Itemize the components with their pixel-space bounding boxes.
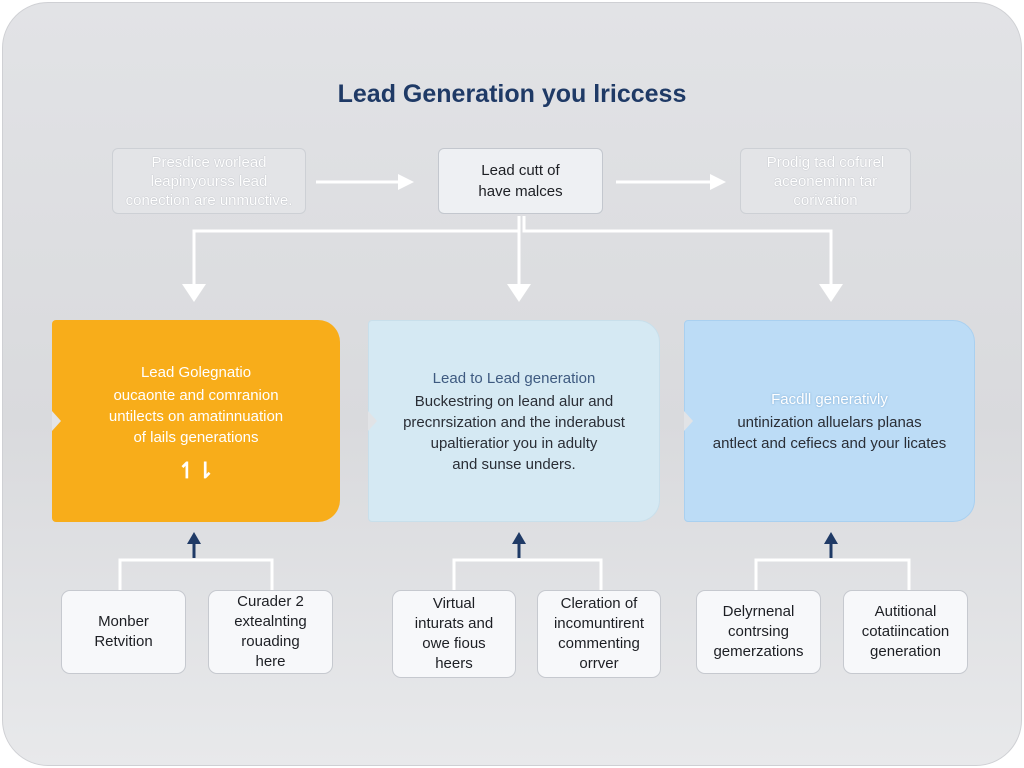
up-arrowhead-center <box>512 532 526 544</box>
stage-2-heading: Lead to Lead generation <box>432 369 596 387</box>
arrowhead-down-right <box>819 284 843 302</box>
diagram-title: Lead Generation you lriccess <box>337 80 687 108</box>
leaf-box-4: Cleration of incomuntirent commenting or… <box>537 590 661 678</box>
branch-left <box>192 216 521 288</box>
stage-box-1: Lead Golegnatio oucaonte and comranion u… <box>52 320 340 522</box>
leaf-box-6: Autitional cotatiincation generation <box>843 590 968 674</box>
stage-box-2: Lead to Lead generation Buckestring on l… <box>368 320 660 522</box>
arrowhead-top-2 <box>710 174 726 190</box>
stage-1-heading: Lead Golegnatio <box>140 363 252 381</box>
stage-1-notch <box>52 411 61 431</box>
swap-arrows-icon: ↿⇂ <box>177 457 215 483</box>
branch-right <box>522 216 833 288</box>
arrowhead-down-center <box>507 284 531 302</box>
leaf-bracket-right <box>754 558 911 590</box>
arrowhead-down-left <box>182 284 206 302</box>
up-arrowhead-left <box>187 532 201 544</box>
leaf-3-text: Virtual inturats and owe fious heers <box>414 595 494 672</box>
leaf-box-1: Monber Retvition <box>61 590 186 674</box>
top-left-box: Presdice worlead leapinyourss lead conec… <box>112 148 306 214</box>
arrowhead-top-1 <box>398 174 414 190</box>
leaf-box-2: Curader 2 extealnting rouading here <box>208 590 333 674</box>
leaf-bracket-center <box>452 558 603 590</box>
leaf-5-text: Delyrnenal contrsing gemerzations <box>713 603 804 660</box>
leaf-4-text: Cleration of incomuntirent commenting or… <box>553 595 645 672</box>
stage-3-notch <box>684 411 693 431</box>
up-arrowhead-right <box>824 532 838 544</box>
leaf-box-3: Virtual inturats and owe fious heers <box>392 590 516 678</box>
top-left-text: Presdice worlead leapinyourss lead conec… <box>125 153 293 209</box>
stage-1-body: oucaonte and comranion untilects on amat… <box>108 386 284 446</box>
top-right-text: Prodig tad cofurel aceoneminn tar coriva… <box>766 153 885 209</box>
leaf-1-text: Monber Retvition <box>94 613 153 650</box>
stage-3-body: untinization alluelars planas antlect an… <box>712 413 947 452</box>
leaf-box-5: Delyrnenal contrsing gemerzations <box>696 590 821 674</box>
leaf-6-text: Autitional cotatiincation generation <box>861 603 950 660</box>
top-center-text: Lead cutt of have malces <box>478 162 563 200</box>
top-right-box: Prodig tad cofurel aceoneminn tar coriva… <box>740 148 911 214</box>
leaf-2-text: Curader 2 extealnting rouading here <box>234 593 307 670</box>
top-center-box: Lead cutt of have malces <box>438 148 603 214</box>
leaf-bracket-left <box>118 558 274 590</box>
stage-box-3: Facdll generativly untinization alluelar… <box>684 320 975 522</box>
stage-2-notch <box>368 411 377 431</box>
stage-3-heading: Facdll generativly <box>771 390 888 408</box>
stage-2-body: Buckestring on leand alur and precnrsiza… <box>403 392 625 473</box>
